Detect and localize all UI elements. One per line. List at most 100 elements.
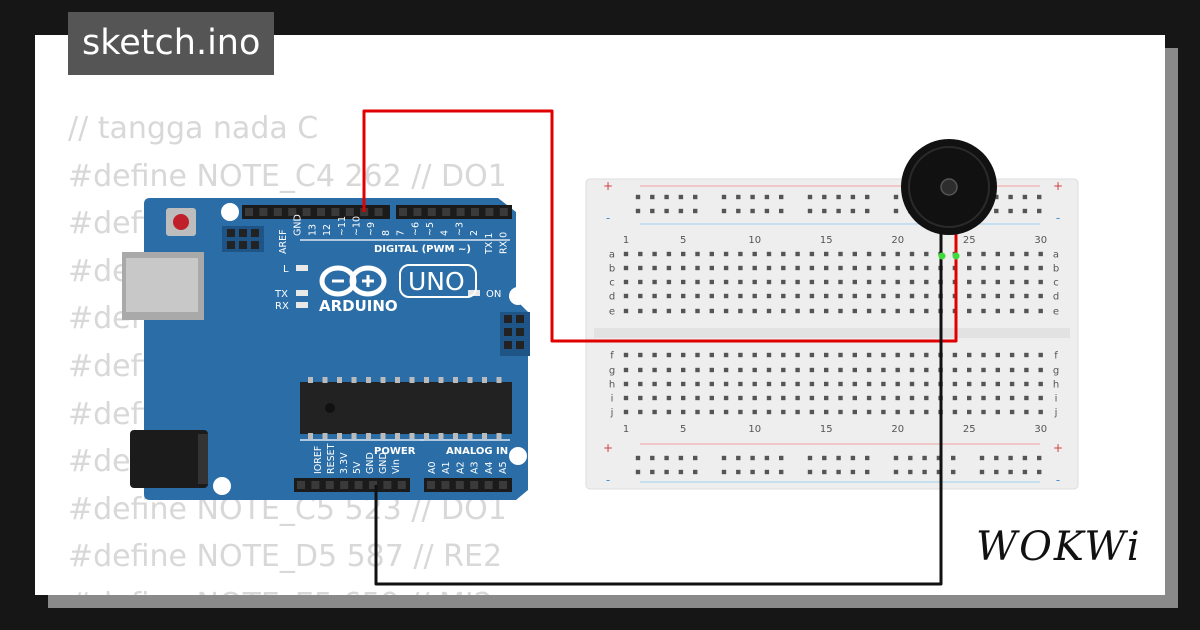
power-pin-label: 3.3V — [339, 452, 350, 474]
row-letter: b — [1053, 264, 1059, 275]
power-pin-label: IOREF — [313, 446, 324, 474]
row-letter: b — [609, 264, 615, 275]
ground-wire[interactable] — [374, 258, 943, 586]
row-letter: e — [1053, 307, 1059, 318]
column-number: 5 — [680, 424, 686, 435]
analog-header[interactable] — [424, 478, 512, 492]
digital-header-2[interactable] — [396, 205, 512, 219]
row-letter: a — [609, 250, 615, 261]
column-number: 20 — [891, 424, 904, 435]
power-pin-label: GND — [378, 452, 389, 474]
row-letter: d — [609, 292, 615, 303]
digital-pin-label: ~3 — [454, 222, 465, 236]
row-letter: j — [610, 408, 614, 419]
analog-pin-label: A0 — [427, 461, 438, 474]
rail-minus-label: - — [606, 473, 610, 487]
row-letter: h — [1053, 380, 1059, 391]
buzzer-pin-signal[interactable] — [952, 252, 960, 260]
row-letter: d — [1053, 292, 1059, 303]
breadboard-holes — [623, 194, 1043, 475]
rail-plus-label: + — [603, 441, 613, 455]
row-letter: i — [611, 394, 614, 405]
rail-minus-label: - — [1056, 473, 1060, 487]
column-number: 1 — [623, 235, 629, 246]
digital-pin-label: ~9 — [366, 222, 377, 236]
led-l — [296, 265, 308, 271]
wokwi-logo: WOKWi — [976, 524, 1142, 570]
digital-pwm-label: DIGITAL (PWM ~) — [374, 244, 471, 255]
analog-pin-label: A2 — [455, 461, 466, 474]
analog-pin-label: A4 — [484, 461, 495, 474]
rail-plus-label: + — [1053, 441, 1063, 455]
analog-pin-label: A3 — [470, 461, 481, 474]
column-number: 25 — [963, 424, 976, 435]
digital-pin-label: 12 — [322, 224, 333, 236]
buzzer-pin-gnd[interactable] — [938, 252, 946, 260]
column-number: 15 — [820, 235, 833, 246]
analog-pin-label: A1 — [441, 461, 452, 474]
digital-pin-label: 2 — [469, 230, 480, 236]
row-letter: j — [1054, 408, 1058, 419]
row-letter: e — [609, 307, 615, 318]
column-number: 30 — [1034, 424, 1047, 435]
row-letter: a — [1053, 250, 1059, 261]
power-pin-label: GND — [365, 452, 376, 474]
digital-pin-label: 4 — [440, 230, 451, 236]
row-letter: f — [1054, 351, 1058, 362]
digital-pin-label: ~11 — [337, 216, 348, 236]
digital-pin-label: AREF — [278, 229, 289, 254]
arduino-model: UNO — [408, 267, 465, 296]
led-rx-label: RX — [275, 301, 289, 312]
power-pin-label: 5V — [352, 461, 363, 474]
signal-wire[interactable] — [362, 109, 958, 343]
led-l-label: L — [283, 264, 289, 275]
power-label: POWER — [374, 446, 416, 457]
row-letter: g — [609, 366, 615, 377]
rail-plus-label: + — [1053, 179, 1063, 193]
row-letter: g — [1053, 366, 1059, 377]
digital-pin-label: ~5 — [425, 222, 436, 236]
digital-pin-label: TX 1 — [484, 233, 495, 255]
column-number: 5 — [680, 235, 686, 246]
atmega-chip — [300, 382, 512, 434]
code-line: // tangga nada C — [68, 111, 319, 146]
led-rx — [296, 302, 308, 308]
piezo-buzzer[interactable] — [901, 139, 997, 260]
digital-pin-label: 7 — [396, 230, 407, 236]
digital-pin-label: 13 — [307, 224, 318, 236]
wires[interactable] — [362, 109, 958, 586]
led-tx-label: TX — [274, 289, 288, 300]
column-number: 10 — [748, 424, 761, 435]
rail-plus-label: + — [603, 179, 613, 193]
arduino-brand: ARDUINO — [319, 297, 398, 315]
row-letter: c — [1053, 278, 1059, 289]
arduino-logo-icon — [319, 265, 387, 297]
column-number: 1 — [623, 424, 629, 435]
power-header[interactable] — [294, 478, 410, 492]
power-jack — [130, 430, 208, 488]
row-letter: i — [1055, 394, 1058, 405]
row-letter: f — [610, 351, 614, 362]
column-number: 25 — [963, 235, 976, 246]
led-tx — [296, 290, 308, 296]
rail-minus-label: - — [606, 211, 610, 225]
digital-pin-label: ~6 — [410, 222, 421, 236]
row-letter: h — [609, 380, 615, 391]
row-letter: c — [609, 278, 615, 289]
column-number: 15 — [820, 424, 833, 435]
power-pin-label: Vin — [391, 459, 402, 474]
digital-pin-label: GND — [293, 214, 304, 236]
code-line: #define NOTE_C4 262 // DO1 — [68, 158, 507, 194]
analog-pin-label: A5 — [498, 461, 509, 474]
digital-pin-label: 8 — [381, 230, 392, 236]
column-number: 10 — [748, 235, 761, 246]
led-on-label: ON — [486, 289, 501, 300]
column-number: 30 — [1034, 235, 1047, 246]
file-tab[interactable]: sketch.ino — [68, 12, 275, 75]
digital-pin-label: RX 0 — [499, 232, 510, 254]
code-line: #define NOTE_E5 659 // MI2 — [68, 581, 522, 595]
